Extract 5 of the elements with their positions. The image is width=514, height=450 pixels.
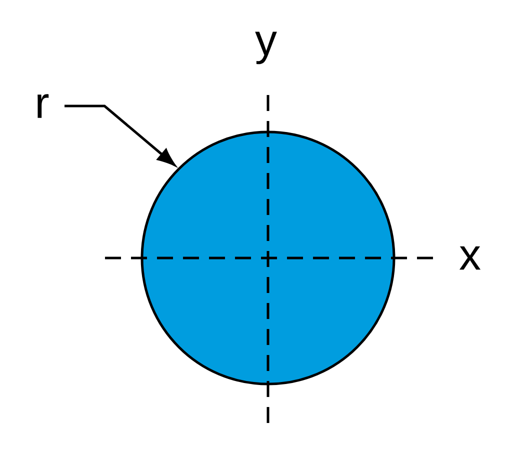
leader-line xyxy=(64,104,176,166)
axis-label: x xyxy=(460,246,481,270)
circular-section xyxy=(140,130,396,386)
axis-label: y xyxy=(255,32,277,64)
radius-label: r xyxy=(38,94,49,118)
